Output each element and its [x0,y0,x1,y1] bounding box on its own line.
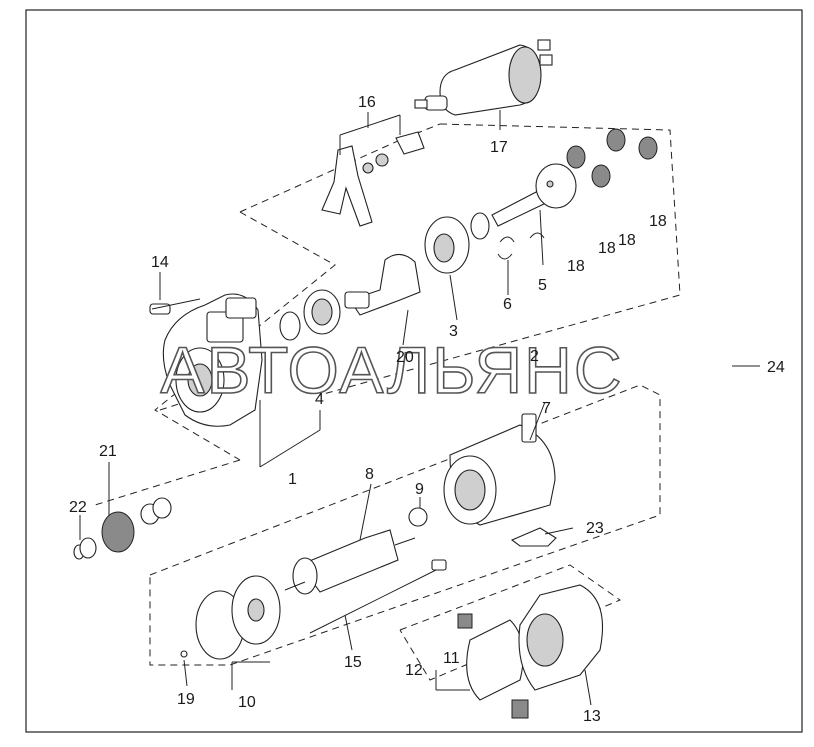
washer-retainer-part [470,212,545,260]
label-10: 10 [238,694,256,711]
pinion-assembly-part [73,497,172,560]
label-18b: 18 [598,240,616,257]
planet-gears-part [566,128,658,188]
bearing-part [279,289,341,341]
armature-part [284,507,428,595]
diagram-frame [25,9,803,733]
group-outline-lines [94,123,681,681]
plates-part [180,575,281,660]
label-20: 20 [396,349,414,366]
planetary-shaft-part [344,253,421,316]
label-21: 21 [99,443,117,460]
label-18c: 18 [618,232,636,249]
rear-cover-part [518,584,604,691]
label-4: 4 [315,391,324,408]
brush-holder-part [457,613,529,719]
label-14: 14 [151,254,169,271]
label-24: 24 [767,359,785,376]
watermark-text: АВТОАЛЬЯНС [161,333,624,407]
shift-lever-part [321,131,425,227]
carrier-shaft-part [491,163,577,227]
label-2: 2 [530,348,539,365]
label-12: 12 [405,662,423,679]
label-15: 15 [344,654,362,671]
label-11: 11 [443,650,460,667]
label-9: 9 [415,481,424,498]
label-18a: 18 [567,258,585,275]
solenoid-part [414,39,553,116]
label-17: 17 [490,139,508,156]
label-22: 22 [69,499,87,516]
stop-part [510,527,557,547]
label-5: 5 [538,277,547,294]
label-6: 6 [503,296,512,313]
label-13: 13 [583,708,601,725]
drive-housing-part [162,293,263,427]
callout-labels: 1 2 3 4 5 6 7 8 9 10 11 12 13 14 15 16 1… [69,94,785,725]
bolt-part [149,298,201,315]
internal-gear-part [424,216,470,274]
label-23: 23 [586,520,604,537]
label-18d: 18 [649,213,667,230]
yoke-part [443,413,556,526]
label-16: 16 [358,94,376,111]
through-bolt-part [309,559,447,634]
label-1: 1 [288,471,297,488]
label-7: 7 [542,400,551,417]
leader-lines [79,110,760,706]
label-8: 8 [365,466,374,483]
label-3: 3 [449,323,458,340]
label-19: 19 [177,691,195,708]
